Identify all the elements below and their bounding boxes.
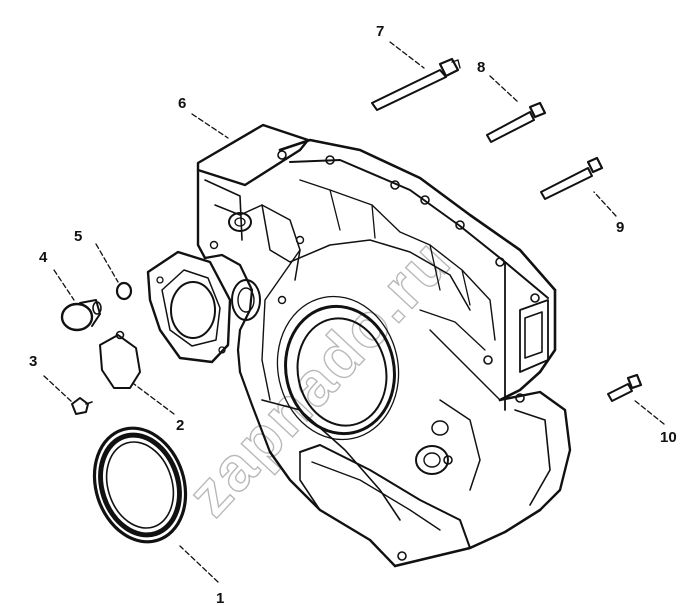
- leader-2: [133, 383, 175, 415]
- callout-4: 4: [39, 249, 48, 266]
- leader-4: [53, 269, 75, 301]
- leader-7: [389, 41, 425, 69]
- leader-3: [43, 375, 73, 403]
- access-cover-plate: [146, 250, 232, 364]
- flywheel-housing: [196, 123, 572, 568]
- leader-lines: [43, 41, 665, 583]
- part-10-short-bolt: [607, 373, 643, 402]
- callout-8: 8: [477, 59, 485, 76]
- leader-9: [593, 191, 617, 217]
- part-7-long-bolt: [371, 57, 461, 111]
- part-9-bolt: [540, 156, 604, 200]
- callout-7: 7: [376, 23, 384, 40]
- callout-5: 5: [74, 228, 82, 245]
- part-3-small-bolt: [71, 397, 93, 415]
- leader-10: [633, 399, 665, 425]
- callout-6: 6: [178, 95, 186, 112]
- callout-2: 2: [176, 417, 184, 434]
- part-5-o-ring: [115, 281, 133, 301]
- part-1-rear-seal: [92, 426, 188, 544]
- leader-5: [95, 243, 119, 283]
- part-8-bolt: [486, 101, 547, 143]
- callout-1: 1: [216, 590, 224, 606]
- part-4-plug: [60, 299, 102, 332]
- callout-9: 9: [616, 219, 624, 236]
- watermark: zapnado.ru: [175, 226, 465, 530]
- part-2-gasket: [99, 330, 141, 389]
- leader-1: [179, 545, 219, 583]
- callout-labels: 1 2 3 4 5 6 7 8 9 10: [29, 23, 677, 606]
- leader-6: [191, 113, 229, 139]
- callout-3: 3: [29, 353, 37, 370]
- leader-8: [489, 75, 519, 103]
- callout-10: 10: [660, 429, 677, 446]
